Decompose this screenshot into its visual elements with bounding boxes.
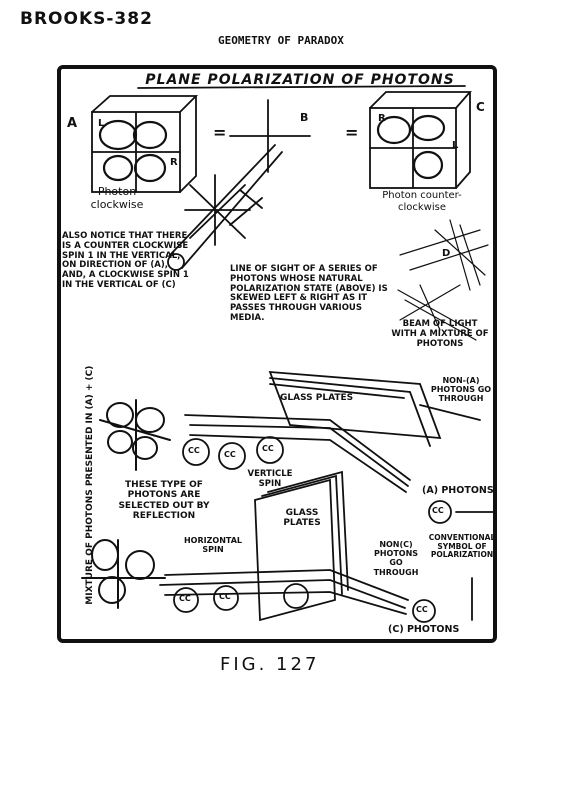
- note-vertical-spin: VERTICLE SPIN: [247, 469, 293, 489]
- photon-clockwise-spiral: [98, 119, 168, 183]
- label-l-c: L: [452, 140, 459, 151]
- figure-caption: FIG. 127: [220, 654, 320, 675]
- note-photon-clockwise: Photon clockwise: [90, 185, 144, 211]
- photon-counterclockwise-spiral: [376, 114, 446, 180]
- cc-circles-upper: [182, 436, 284, 470]
- note-also-notice: ALSO NOTICE THAT THERE IS A COUNTER CLOC…: [62, 231, 189, 290]
- note-these-type: THESE TYPE OF PHOTONS ARE SELECTED OUT B…: [118, 480, 210, 522]
- cc-label-2: CC: [224, 450, 236, 459]
- note-glass-plates-2: GLASS PLATES: [283, 508, 321, 529]
- note-mixture-side: MIXTURE OF PHOTONS PRESENTED IN (A) + (C…: [84, 365, 95, 605]
- conventional-symbol: [455, 511, 495, 621]
- cc-label-4: CC: [432, 506, 444, 515]
- cc-circles-lower: [173, 583, 309, 613]
- cube-c: [369, 91, 472, 189]
- cc-circle-a-photons: [428, 500, 452, 524]
- axis-b: [229, 99, 311, 173]
- title-underline: [137, 85, 466, 89]
- cc-label-7: CC: [416, 605, 428, 614]
- label-d: D: [442, 248, 451, 259]
- note-non-c: NON(C) PHOTONS GO THROUGH: [373, 540, 419, 577]
- book-title: GEOMETRY OF PARADOX: [218, 34, 344, 47]
- note-photon-counter: Photon counter-clockwise: [382, 190, 462, 213]
- label-b: B: [300, 111, 309, 124]
- note-beam: BEAM OF LIGHT WITH A MIXTURE OF PHOTONS: [391, 319, 489, 349]
- figure-title: PLANE POLARIZATION OF PHOTONS: [145, 72, 455, 88]
- rays-upper: [184, 404, 481, 493]
- cc-label-6: CC: [219, 592, 231, 601]
- cc-circle-c-photons: [412, 599, 436, 623]
- note-non-a: NON-(A) PHOTONS GO THROUGH: [430, 376, 492, 404]
- cc-label-1: CC: [188, 446, 200, 455]
- beam-line-of-sight: [167, 144, 283, 271]
- note-c-photons: (C) PHOTONS: [388, 624, 460, 635]
- cube-a: [91, 95, 199, 193]
- note-glass-plates-1: GLASS PLATES: [280, 393, 354, 403]
- glass-plates-upper: [268, 370, 442, 447]
- cc-label-5: CC: [179, 594, 191, 603]
- cc-label-3: CC: [262, 444, 274, 453]
- figure-frame: [57, 65, 497, 643]
- label-r-a: R: [170, 157, 178, 168]
- spiral-a-lower: [99, 399, 171, 471]
- label-l-a: L: [98, 118, 105, 129]
- label-a: A: [67, 116, 78, 131]
- note-horizontal-spin: HORIZONTAL SPIN: [183, 536, 243, 555]
- note-a-photons: (A) PHOTONS: [422, 485, 494, 496]
- beam-hatch-d: [397, 219, 489, 341]
- note-conventional: CONVENTIONAL SYMBOL OF POLARIZATION: [428, 533, 496, 560]
- rays-lower: [159, 569, 409, 615]
- label-eq-1: =: [213, 123, 227, 142]
- glass-plates-lower: [254, 470, 349, 622]
- label-eq-2: =: [345, 123, 359, 142]
- label-r-c: R: [378, 113, 386, 124]
- spiral-c-lower: [81, 539, 166, 609]
- label-c: C: [476, 100, 485, 114]
- note-line-of-sight: LINE OF SIGHT OF A SERIES OF PHOTONS WHO…: [230, 264, 388, 323]
- id-stamp: BROOKS-382: [20, 9, 153, 29]
